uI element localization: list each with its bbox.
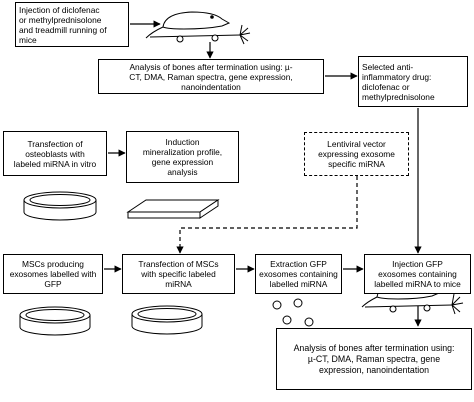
extraction-gfp-box: Extraction GFP exosomes containing label… [255, 254, 342, 294]
glass-slide-icon [126, 199, 220, 219]
induction-profile-box: Induction mineralization profile, gene e… [126, 131, 239, 183]
selected-drug-box: Selected anti- inflammatory drug: diclof… [358, 56, 468, 107]
mouse-treadmill-icon [145, 11, 251, 45]
transfection-osteoblasts-box: Transfection of osteoblasts with labeled… [3, 131, 107, 176]
injection-gfp-box: Injection GFP exosomes containing labell… [364, 254, 471, 294]
exosome-circles-icon [272, 298, 314, 327]
injection-box: Injection of diclofenac or methylprednis… [15, 2, 129, 47]
arrow-lentiviral-to-transfection-mscs [176, 176, 358, 254]
petri-dish-icon [23, 191, 97, 221]
analysis-bottom-box: Analysis of bones after termination usin… [276, 328, 472, 390]
transfection-mscs-box: Transfection of MSCs with specific label… [122, 254, 235, 294]
connectors [104, 20, 422, 327]
petri-dish-icon [131, 305, 203, 335]
petri-dish-icon [19, 306, 91, 336]
analysis-box: Analysis of bones after termination usin… [98, 59, 324, 94]
mscs-producing-box: MSCs producing exosomes labelled with GF… [3, 254, 103, 294]
lentiviral-vector-box: Lentiviral vector expressing exosome spe… [304, 132, 409, 176]
